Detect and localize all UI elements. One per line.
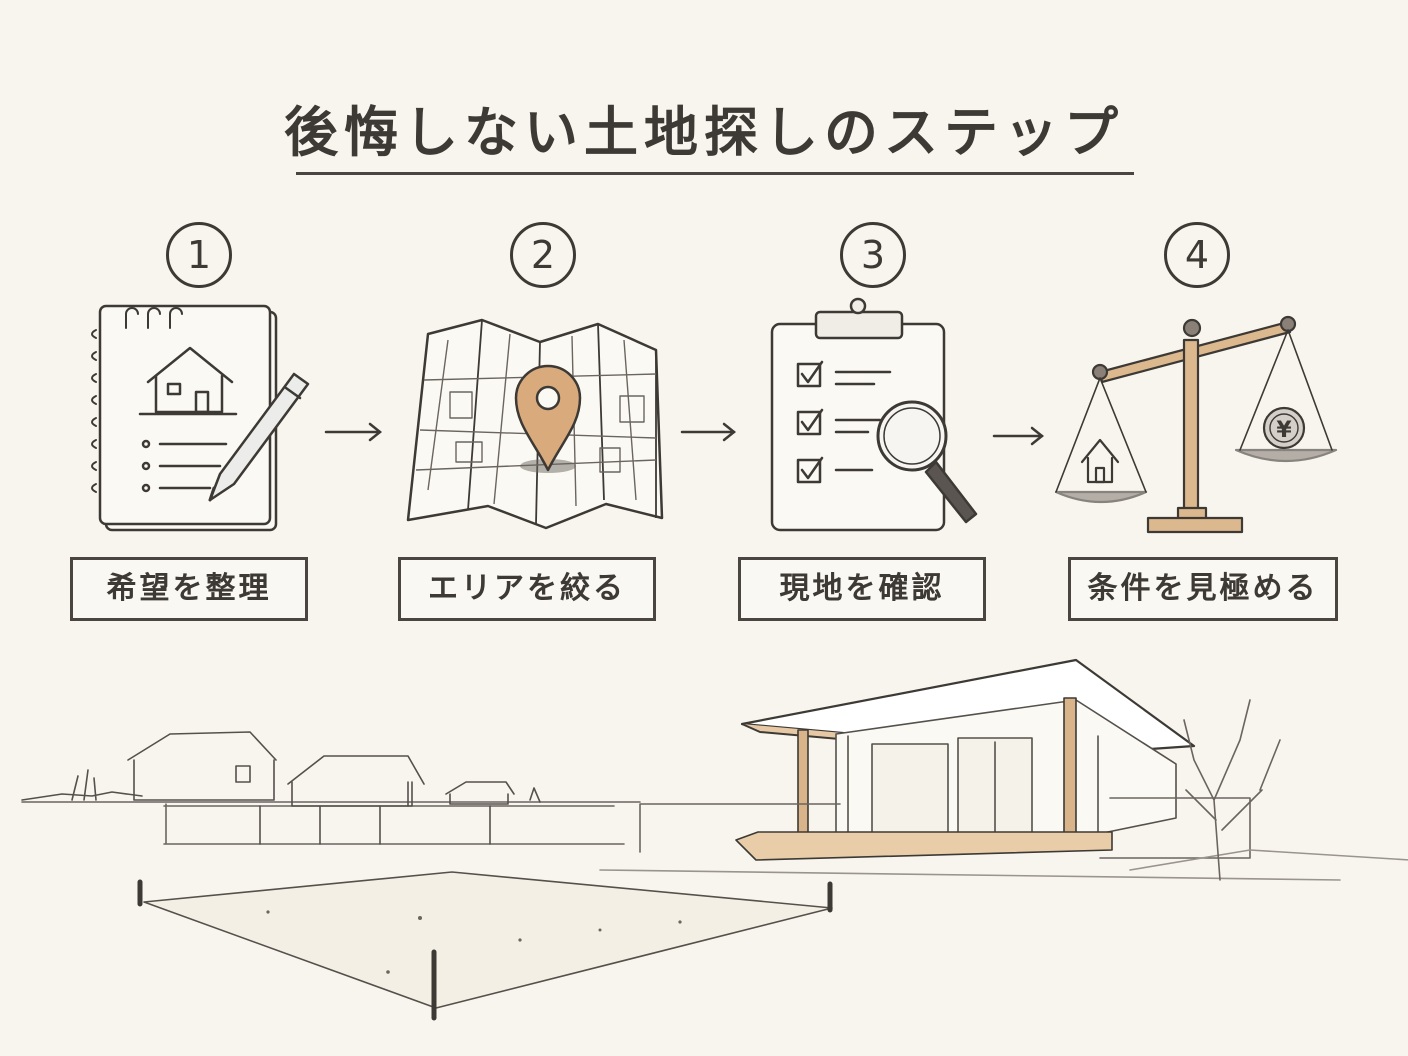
notebook-pencil-icon xyxy=(91,304,310,532)
balance-scale-icon: ¥ xyxy=(1054,315,1338,534)
step-3-label: 現地を確認 xyxy=(738,557,986,621)
yen-symbol: ¥ xyxy=(1276,418,1292,443)
step-2-label: エリアを絞る xyxy=(398,557,656,621)
step-4-number: 4 xyxy=(1164,222,1230,288)
arrow-icon xyxy=(324,422,383,442)
arrow-icon xyxy=(680,422,737,442)
step-1-number: 1 xyxy=(166,222,232,288)
arrow-icon xyxy=(992,426,1045,446)
page-title: 後悔しない土地探しのステップ xyxy=(284,101,1124,164)
step-4-label: 条件を見極める xyxy=(1068,557,1338,621)
title-underline xyxy=(296,172,1134,175)
clipboard-magnifier-icon xyxy=(770,297,978,532)
step-1-label: 希望を整理 xyxy=(70,557,308,621)
landscape-illustration xyxy=(21,658,1408,1021)
map-pin-icon xyxy=(406,318,664,530)
step-3-number: 3 xyxy=(840,222,906,288)
step-2-number: 2 xyxy=(510,222,576,288)
